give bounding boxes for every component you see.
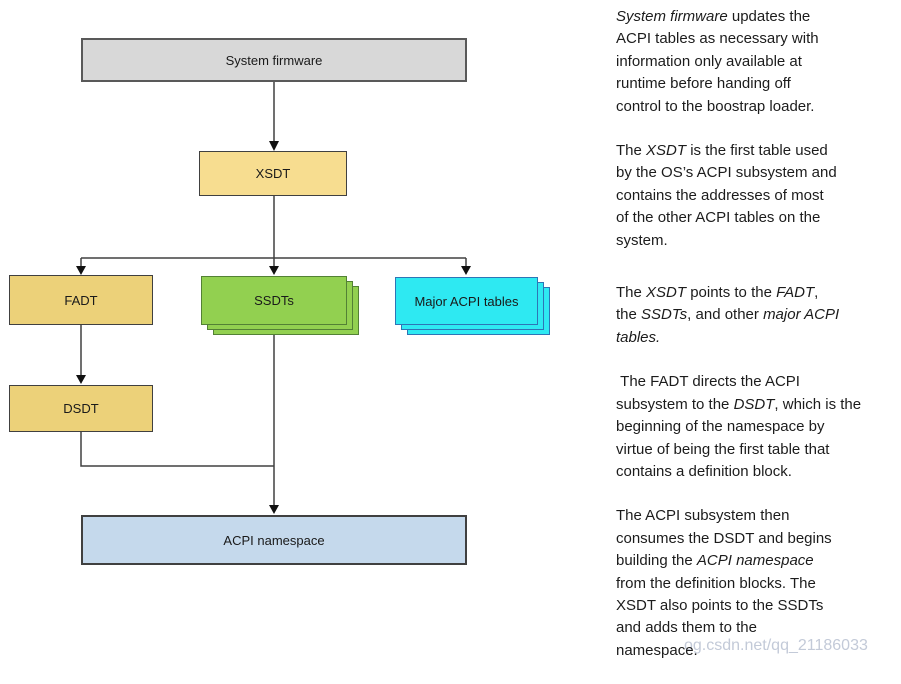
node-system-firmware: System firmware bbox=[81, 38, 467, 82]
node-fadt: FADT bbox=[9, 275, 153, 325]
node-ssdts-label: SSDTs bbox=[254, 293, 294, 308]
node-dsdt-label: DSDT bbox=[63, 401, 99, 416]
annotation-paragraph: The XSDT points to the FADT, the SSDTs, a… bbox=[616, 282, 901, 349]
watermark: og.csdn.net/qq_21186033 bbox=[684, 637, 868, 654]
node-acpi-namespace-label: ACPI namespace bbox=[223, 532, 325, 548]
connector-layer bbox=[76, 82, 471, 514]
node-system-firmware-label: System firmware bbox=[225, 52, 323, 68]
annotation-line: by the OS’s ACPI subsystem and bbox=[616, 164, 837, 182]
node-dsdt: DSDT bbox=[9, 385, 153, 432]
arrowhead-namespace bbox=[269, 505, 279, 514]
annotation-line: virtue of being the first table that bbox=[616, 440, 830, 458]
annotation-line: tables. bbox=[616, 328, 661, 346]
annotation-line: from the definition blocks. The bbox=[616, 574, 816, 592]
major-front-layer: Major ACPI tables bbox=[395, 277, 538, 325]
annotation-line: beginning of the namespace by bbox=[616, 418, 825, 436]
annotation-line: The ACPI subsystem then bbox=[616, 507, 790, 525]
annotation-paragraph: The ACPI subsystem then consumes the DSDT… bbox=[616, 505, 901, 662]
arrowhead-major bbox=[461, 266, 471, 275]
annotation-line: subsystem to the DSDT, which is the bbox=[616, 395, 862, 413]
node-major-acpi-tables-label: Major ACPI tables bbox=[414, 293, 519, 309]
acpi-tables-diagram: System firmware XSDT FADT SSDTs Major AC… bbox=[9, 8, 868, 659]
annotation-line: The FADT directs the ACPI bbox=[616, 373, 800, 391]
annotation-line: The XSDT points to the FADT, bbox=[616, 284, 819, 302]
annotation-line: contains a definition block. bbox=[616, 462, 792, 480]
annotation-line: control to the boostrap loader. bbox=[616, 97, 815, 115]
node-major-acpi-tables: Major ACPI tables bbox=[395, 277, 550, 335]
annotation-line: The XSDT is the first table used bbox=[616, 142, 828, 160]
annotation-line: namespace. bbox=[616, 641, 698, 659]
annotation-line: information only available at bbox=[616, 52, 802, 70]
node-ssdts: SSDTs bbox=[201, 276, 359, 335]
ssdts-front-layer: SSDTs bbox=[201, 276, 347, 325]
node-xsdt: XSDT bbox=[199, 151, 347, 196]
arrowhead-fadt bbox=[76, 266, 86, 275]
annotation-paragraph: The XSDT is the first table used by the O… bbox=[616, 140, 901, 252]
arrowhead-xsdt bbox=[269, 141, 279, 151]
annotation-line: system. bbox=[616, 231, 668, 249]
annotation-line: building the ACPI namespace bbox=[616, 552, 814, 570]
annotation-line: XSDT also points to the SSDTs bbox=[616, 596, 824, 614]
annotation-line: contains the addresses of most bbox=[616, 186, 824, 204]
node-xsdt-label: XSDT bbox=[255, 166, 291, 181]
annotation-paragraph: The FADT directs the ACPI subsystem to th… bbox=[616, 371, 901, 483]
annotation-line: ACPI tables as necessary with bbox=[616, 30, 819, 48]
arrowhead-ssdts bbox=[269, 266, 279, 275]
annotation-line: the SSDTs, and other major ACPI bbox=[616, 306, 840, 324]
annotation-line: consumes the DSDT and begins bbox=[616, 529, 832, 547]
annotation-line: of the other ACPI tables on the bbox=[616, 209, 821, 227]
arrowhead-dsdt bbox=[76, 375, 86, 384]
node-acpi-namespace: ACPI namespace bbox=[81, 515, 467, 565]
annotation-line: runtime before handing off bbox=[616, 75, 791, 93]
connector-dsdt-elbow bbox=[80, 432, 274, 467]
annotation-line: System firmware updates the bbox=[616, 8, 811, 25]
node-fadt-label: FADT bbox=[64, 292, 98, 308]
annotation-line: and adds them to the bbox=[616, 619, 757, 637]
